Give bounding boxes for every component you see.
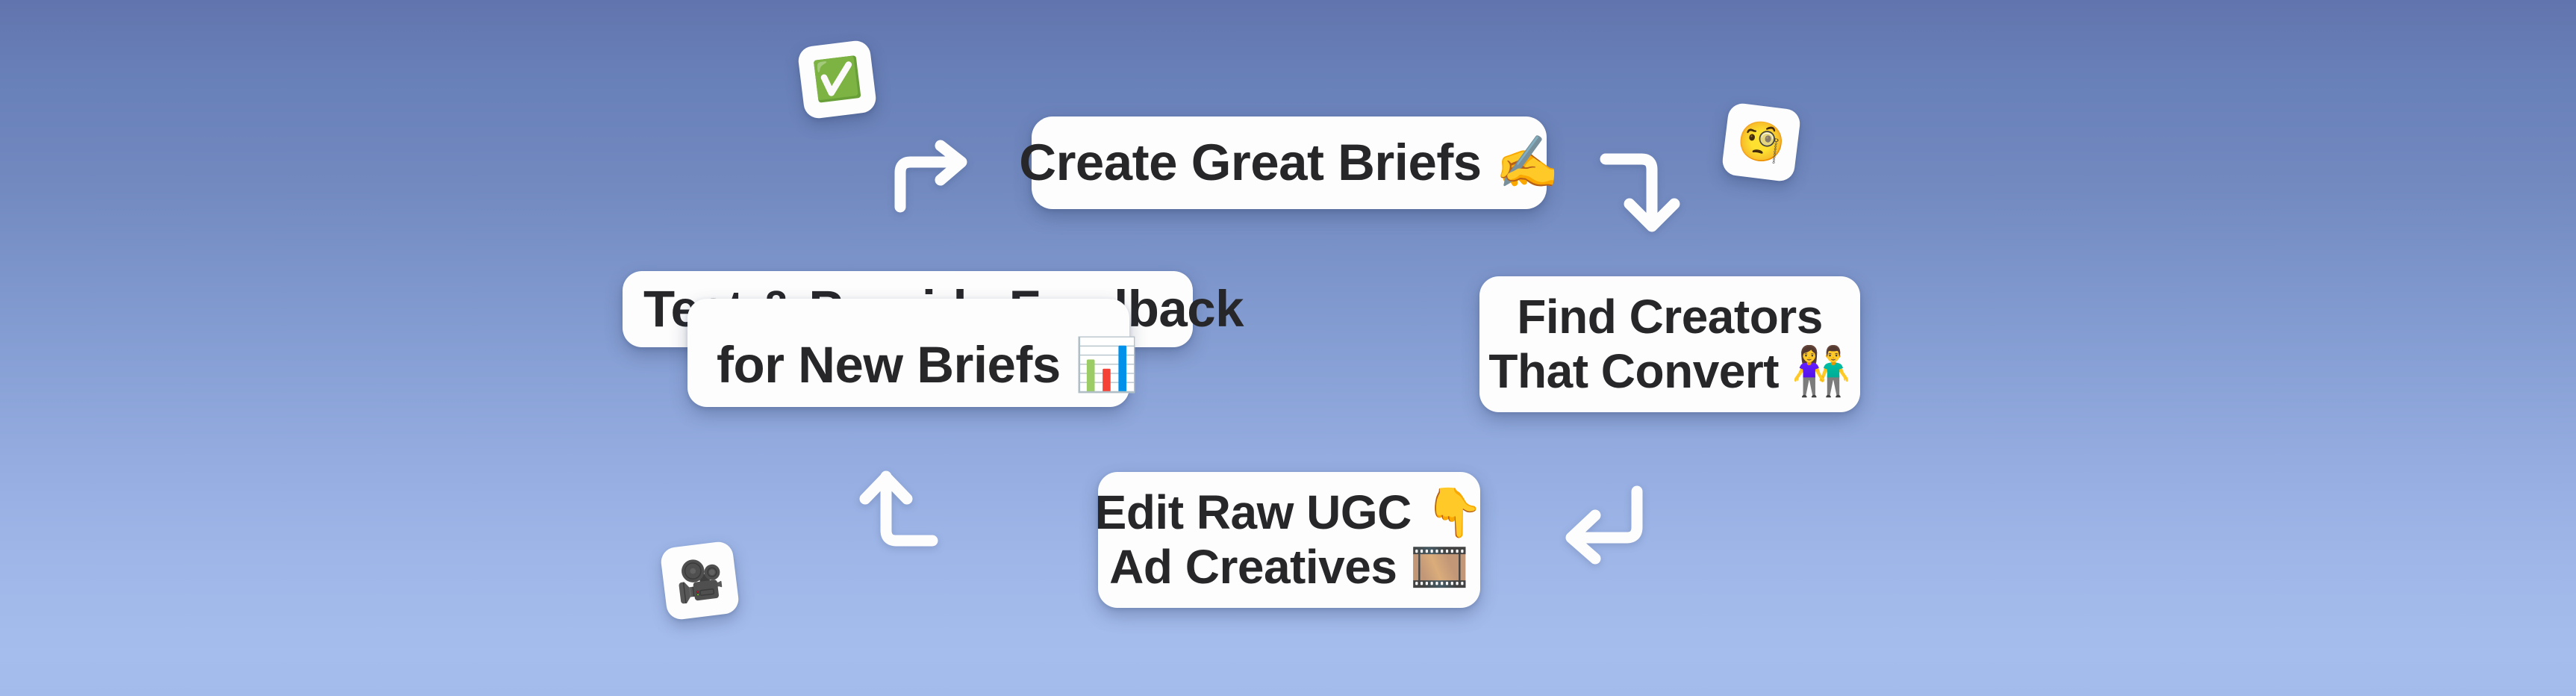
card-find-creators-label-line2: That Convert 👫	[1488, 344, 1851, 398]
card-find-creators-that-convert[interactable]: Find Creators That Convert 👫	[1479, 276, 1860, 412]
card-edit-ugc-label-line2: Ad Creatives 🎞️	[1109, 540, 1469, 594]
card-edit-ugc-label: Edit Raw UGC 👇 Ad Creatives 🎞️	[1095, 485, 1484, 594]
arrow-up-right-curved-icon	[893, 140, 975, 213]
card-test-feedback-line2[interactable]: for New Briefs 📊	[687, 299, 1138, 407]
card-edit-raw-ugc-ad-creatives[interactable]: Edit Raw UGC 👇 Ad Creatives 🎞️	[1095, 472, 1484, 608]
card-create-great-briefs[interactable]: Create Great Briefs ✍️	[1019, 116, 1559, 209]
tile-face-with-monocle: 🧐	[1721, 102, 1802, 183]
arrow-down-left-curved-icon	[1564, 485, 1644, 565]
card-find-creators-label-line1: Find Creators	[1517, 290, 1823, 344]
face-with-monocle-icon: 🧐	[1734, 117, 1788, 167]
check-mark-button-icon: ✅	[810, 55, 864, 105]
card-edit-ugc-label-line1: Edit Raw UGC 👇	[1094, 485, 1484, 540]
movie-camera-icon: 🎥	[673, 556, 727, 606]
card-create-great-briefs-label: Create Great Briefs ✍️	[1019, 133, 1559, 191]
arrow-left-up-curved-icon	[859, 470, 938, 551]
card-test-feedback-label-line2: for New Briefs 📊	[717, 336, 1138, 394]
tile-check-mark: ✅	[796, 39, 878, 120]
arrow-right-down-curved-icon	[1600, 152, 1680, 232]
card-find-creators-label: Find Creators That Convert 👫	[1488, 290, 1851, 399]
tile-movie-camera: 🎥	[659, 540, 740, 621]
